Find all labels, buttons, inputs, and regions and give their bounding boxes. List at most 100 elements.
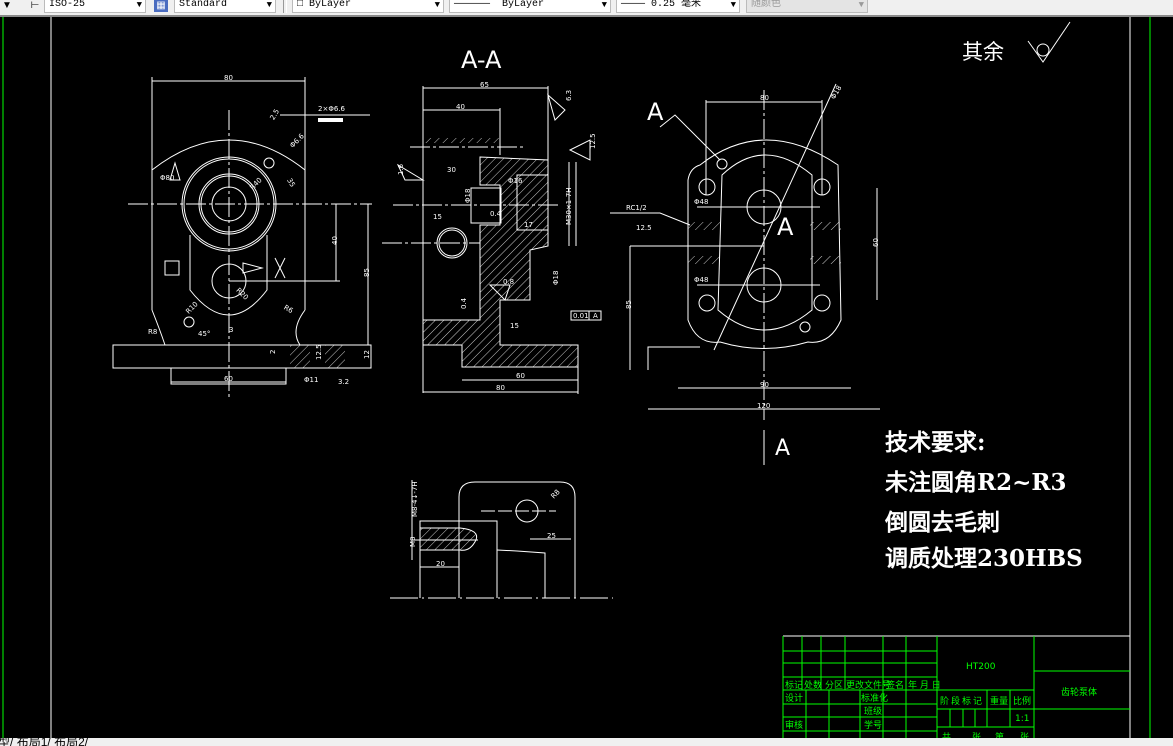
dim-text: 80 <box>224 74 233 82</box>
dim-text: 2 <box>269 350 277 354</box>
dim-text: 0.4 <box>490 210 502 218</box>
sheets-label: 第 <box>995 731 1004 738</box>
dim-text: 80 <box>760 94 769 102</box>
table-style-icon[interactable]: ▦ <box>154 0 168 12</box>
tab-model[interactable]: 模型 <box>0 738 11 746</box>
dim-text: 35 <box>285 177 296 189</box>
requirement-item: 调质处理230HBS <box>885 545 1083 572</box>
dim-text: 12.5 <box>589 133 597 149</box>
side-view: A A A 80 Φ18 RC1/2 12.5 Φ48 Φ48 60 85 90… <box>610 83 880 465</box>
requirement-item: 倒圆去毛刺 <box>884 509 1000 536</box>
dim-text: Φ16 <box>508 177 523 185</box>
dim-text: Φ18 <box>552 271 560 285</box>
row-label: 班级 <box>864 705 882 717</box>
dim-text: R20 <box>234 286 249 301</box>
scale-label: 比例 <box>1013 695 1031 707</box>
dim-text: Φ18 <box>829 84 843 100</box>
dim-text: 40 <box>331 236 339 245</box>
dim-text: 12.5 <box>315 344 323 360</box>
technical-requirements: 技术要求: 未注圆角R2~R3 倒圆去毛刺 调质处理230HBS <box>884 429 1083 572</box>
dim-text: 120 <box>757 402 770 410</box>
dim-text: Φ80 <box>160 174 174 182</box>
dim-text: 0.4 <box>460 297 468 309</box>
dim-text: M30×1-7H <box>565 187 573 225</box>
dim-text: 3.2 <box>338 378 349 386</box>
dim-text: M8-4↓-7H <box>411 481 419 517</box>
section-view: A-A 65 40 30 15 1.6 6.3 12.5 Φ18 0.4 17 … <box>382 46 602 394</box>
dim-text: 65 <box>480 81 489 89</box>
color-select[interactable]: 随颜色▼ <box>746 0 868 13</box>
dim-text: 60 <box>224 375 233 383</box>
dim-text: RC1/2 <box>626 204 647 212</box>
header-cell: 更改文件号 <box>846 679 891 691</box>
row-label: 学号 <box>864 719 882 731</box>
detail-view: M8-4↓-7H M8 20 25 R8 <box>390 480 613 599</box>
tolerance-datum: A <box>593 312 598 320</box>
chevron-down-icon: ▼ <box>858 0 864 10</box>
dim-text: 12.5 <box>636 224 652 232</box>
separator <box>283 0 287 13</box>
front-view: 80 2×Φ6.6 2.5 Φ6.6 Φ80 R40 35 40 85 R20 … <box>112 74 372 400</box>
dim-text: 3 <box>229 326 233 334</box>
dim-text: 60 <box>872 238 880 247</box>
header-cell: 处数 <box>804 679 822 691</box>
scale-value: 1:1 <box>1015 714 1029 724</box>
dropdown-arrow-icon[interactable]: ▼ <box>2 0 12 11</box>
dim-text: Φ48 <box>694 276 708 284</box>
header-cell: 标记 <box>785 679 803 691</box>
chevron-down-icon: ▼ <box>266 0 272 10</box>
tab-layout1[interactable]: 布局1 <box>16 738 48 746</box>
dim-text: 85 <box>363 268 371 277</box>
layer-value: ByLayer <box>309 0 352 10</box>
dim-text: 17 <box>524 221 533 229</box>
textstyle-value: Standard <box>179 0 228 10</box>
section-title: A-A <box>461 46 502 74</box>
dim-text: 15 <box>433 213 442 221</box>
linetype-select[interactable]: —————— ByLayer▼ <box>449 0 611 13</box>
row-label: 审核 <box>785 719 803 731</box>
weight-label: 重量 <box>990 695 1008 707</box>
requirement-item: 未注圆角R2~R3 <box>885 469 1067 496</box>
chevron-down-icon: ▼ <box>730 0 736 10</box>
chevron-down-icon: ▼ <box>601 0 607 10</box>
stage-label: 阶段标记 <box>940 695 984 707</box>
part-name: 齿轮泵体 <box>1061 686 1097 698</box>
lineweight-select[interactable]: ———— 0.25 毫米▼ <box>616 0 740 13</box>
dimension-style-icon[interactable]: ⊢ <box>30 0 40 11</box>
roughness-symbol-icon <box>1027 21 1071 63</box>
dimstyle-select[interactable]: ISO-25 ▼ <box>44 0 146 13</box>
dim-text: 2.5 <box>269 108 281 122</box>
cad-drawing: 80 2×Φ6.6 2.5 Φ6.6 Φ80 R40 35 40 85 R20 … <box>2 17 1151 738</box>
textstyle-select[interactable]: Standard ▼ <box>174 0 276 13</box>
row-label: 设计 <box>785 692 803 704</box>
dim-text: M8 <box>409 537 417 548</box>
header-cell: 分区 <box>825 680 843 691</box>
title-block: HT200 齿轮泵体 标记 处数 分区 更改文件号 签名 年 月 日 设计 标准… <box>782 635 1130 738</box>
section-mark: A <box>647 98 664 126</box>
tab-separator: / <box>47 738 51 746</box>
dim-text: 2×Φ6.6 <box>318 105 346 113</box>
layer-select[interactable]: □ ByLayer▼ <box>292 0 444 13</box>
dim-text: 20 <box>436 560 445 568</box>
layout-tabs: 模型/ 布局1/ 布局2/ <box>0 738 1173 746</box>
dim-text: R6 <box>282 304 295 316</box>
tolerance-value: 0.01 <box>573 312 589 320</box>
drawing-canvas[interactable]: 80 2×Φ6.6 2.5 Φ6.6 Φ80 R40 35 40 85 R20 … <box>0 17 1173 738</box>
header-cell: 签名 <box>886 679 904 691</box>
dim-text: 60 <box>516 372 525 380</box>
dimstyle-value: ISO-25 <box>49 0 86 10</box>
material-text: HT200 <box>966 662 996 672</box>
section-mark: A <box>775 436 790 461</box>
dim-text: R8 <box>148 328 157 336</box>
dim-text: R10 <box>184 300 199 315</box>
dim-text: 90 <box>760 381 769 389</box>
dim-text: 40 <box>456 103 465 111</box>
tab-layout2[interactable]: 布局2 <box>54 738 85 746</box>
dim-text: 30 <box>447 166 456 174</box>
chevron-down-icon: ▼ <box>136 0 142 10</box>
section-mark: A <box>777 213 794 241</box>
roughness-note: 其余 <box>962 40 1004 64</box>
dim-text: 12 <box>363 350 371 359</box>
lineweight-value: 0.25 毫米 <box>651 0 702 10</box>
dim-text: 25 <box>547 532 556 540</box>
